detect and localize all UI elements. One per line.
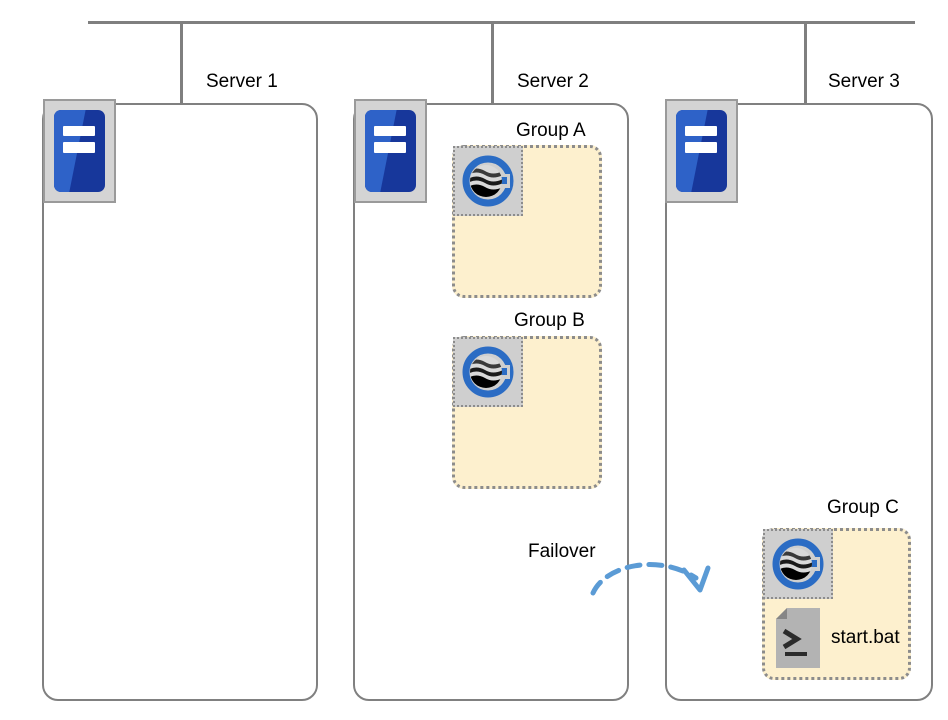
server-slot-bar — [373, 141, 406, 153]
server-slot-bar — [684, 125, 717, 137]
server-3-label: Server 3 — [828, 71, 900, 92]
group-c-box[interactable]: start.bat — [762, 528, 911, 680]
cluster-globe-icon — [763, 529, 833, 599]
bat-file-icon — [775, 607, 821, 669]
group-a-box[interactable] — [452, 145, 602, 298]
failover-label: Failover — [528, 541, 596, 562]
group-c-label: Group C — [827, 497, 899, 518]
server-slot-bar — [62, 125, 95, 137]
cluster-globe-icon — [453, 146, 523, 216]
server-chassis — [676, 110, 727, 192]
server-chassis — [365, 110, 416, 192]
network-drop-line-server-1 — [180, 22, 183, 104]
bat-file-label: start.bat — [831, 627, 900, 648]
cluster-globe-icon — [453, 337, 523, 407]
server-slot-bar — [373, 125, 406, 137]
network-drop-line-server-2 — [491, 22, 494, 104]
server-chassis — [54, 110, 105, 192]
server-2-label: Server 2 — [517, 71, 589, 92]
group-a-label: Group A — [516, 120, 586, 141]
group-c-resource-row[interactable]: start.bat — [775, 607, 900, 669]
server-machine-icon — [43, 99, 116, 203]
server-machine-icon — [354, 99, 427, 203]
server-machine-icon — [665, 99, 738, 203]
group-b-box[interactable] — [452, 336, 602, 489]
server-1-label: Server 1 — [206, 71, 278, 92]
network-bus-horizontal-line — [88, 21, 915, 24]
failover-arrow-icon — [588, 548, 718, 600]
network-drop-line-server-3 — [804, 22, 807, 104]
server-slot-bar — [684, 141, 717, 153]
group-b-label: Group B — [514, 310, 585, 331]
server-slot-bar — [62, 141, 95, 153]
